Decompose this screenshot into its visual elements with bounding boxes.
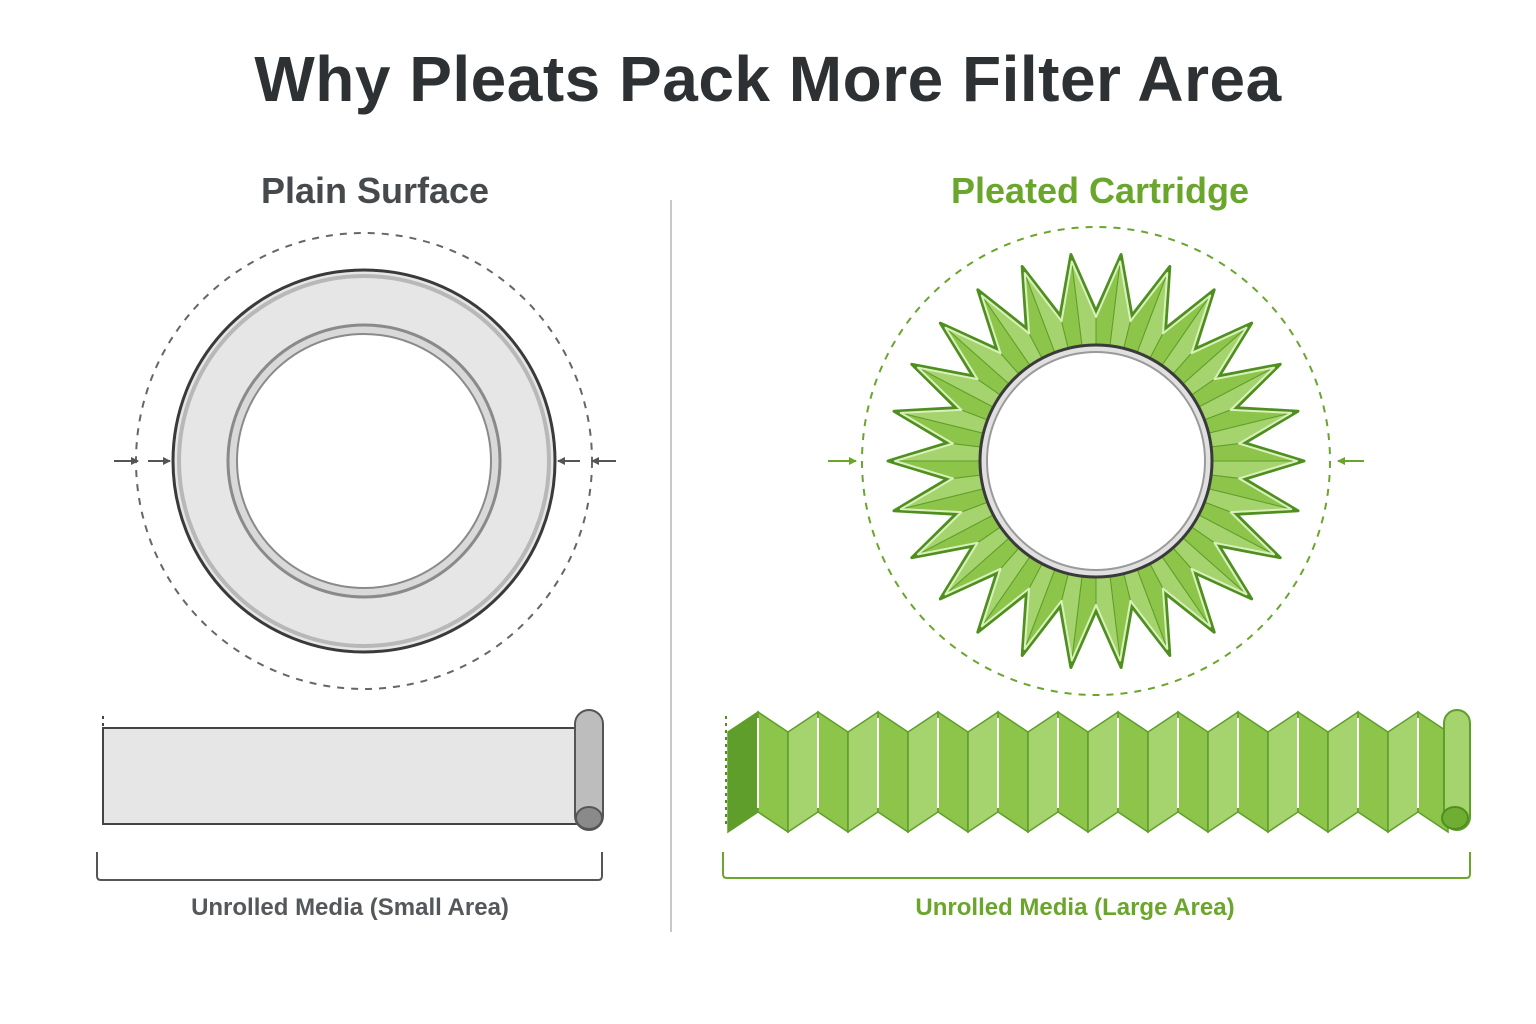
- strip-pleat-face: [1297, 710, 1329, 834]
- plain-surface-heading: Plain Surface: [260, 170, 490, 211]
- strip-pleat-face: [727, 710, 759, 834]
- strip-pleat-face: [1357, 710, 1389, 834]
- pleated-media-roll: [1443, 709, 1471, 831]
- strip-pleat-face: [967, 710, 999, 834]
- pleat-inner-outline: [894, 260, 1298, 662]
- plain-filter-ring: [114, 232, 616, 690]
- pleated-media-caption: Unrolled Media (Large Area): [915, 894, 1235, 921]
- page-title: Why Pleats Pack More Filter Area: [254, 43, 1282, 115]
- strip-pleat-face: [757, 710, 789, 834]
- strip-pleat-face: [937, 710, 969, 834]
- strip-pleat-face: [1177, 710, 1209, 834]
- plain-media-roll-end: [575, 806, 603, 830]
- plain-length-bracket: [96, 852, 603, 881]
- plain-core-hole: [236, 333, 492, 589]
- plain-unrolled-media: [96, 709, 604, 881]
- pleated-outer-boundary: [861, 226, 1331, 696]
- strip-pleat-face: [1027, 710, 1059, 834]
- plain-ring-inner-edge: [177, 274, 551, 648]
- plain-media-sheet: [102, 727, 591, 825]
- pleated-media-roll-end: [1441, 806, 1469, 830]
- strip-pleat-face: [1117, 710, 1149, 834]
- plain-media-caption: Unrolled Media (Small Area): [191, 894, 509, 921]
- strip-pleat-face: [997, 710, 1029, 834]
- strip-pleat-face: [1087, 710, 1119, 834]
- strip-pleat-face: [787, 710, 819, 834]
- pleated-length-bracket: [722, 852, 1471, 879]
- strip-pleat-face: [817, 710, 849, 834]
- pleat-outline: [886, 253, 1306, 669]
- pleated-media-strip: [727, 710, 1449, 834]
- strip-pleat-face: [1207, 710, 1239, 834]
- pleated-cartridge-heading: Pleated Cartridge: [950, 170, 1250, 211]
- strip-pleat-face: [1147, 710, 1179, 834]
- pleated-unrolled-media: [722, 709, 1471, 879]
- strip-pleat-face: [877, 710, 909, 834]
- pleated-core-hole: [986, 351, 1206, 571]
- strip-pleat-face: [1237, 710, 1269, 834]
- strip-pleat-face: [1327, 710, 1359, 834]
- strip-pleat-face: [1387, 710, 1419, 834]
- pleated-filter-ring: [828, 226, 1364, 696]
- strip-pleat-face: [1267, 710, 1299, 834]
- strip-pleat-face: [1057, 710, 1089, 834]
- strip-pleat-face: [907, 710, 939, 834]
- strip-pleat-face: [847, 710, 879, 834]
